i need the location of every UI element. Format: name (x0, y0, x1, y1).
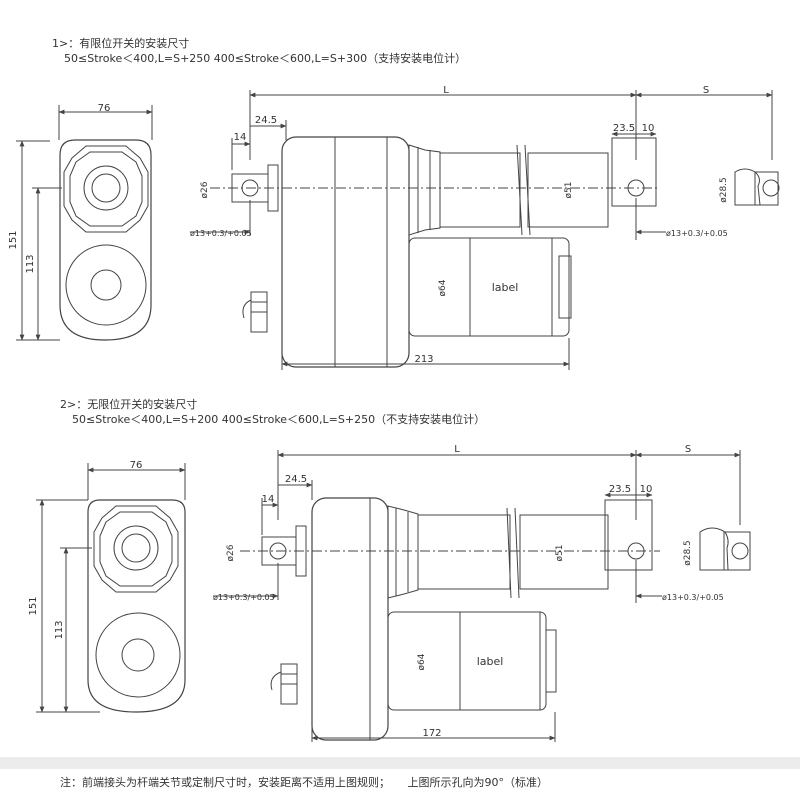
front-view-1: 76 151 113 (8, 103, 153, 341)
footer-note: 注：前端接头为杆端关节或定制尺寸时，安装距离不适用上图规则； 上图所示孔向为90… (60, 774, 562, 790)
dim-14-2: 14 (262, 494, 275, 505)
dim-front-height-2: 151 (28, 596, 39, 615)
dim-hole-2a: ø13+0.3/+0.05 (213, 593, 275, 602)
motor-label-2: label (477, 655, 504, 668)
dim-hole-1a: ø13+0.3/+0.05 (190, 229, 252, 238)
dim-10-1: 10 (642, 123, 655, 134)
section-2-formula: 50≤Stroke＜400,L=S+200 400≤Stroke＜600,L=S… (72, 413, 486, 426)
drawing-1: 76 151 113 L S 24.5 (8, 85, 780, 370)
dim-front-width-2: 76 (130, 460, 143, 471)
dim-phi285-1: ø28.5 (719, 177, 729, 203)
dim-14-1: 14 (234, 132, 247, 143)
dim-phi26-1: ø26 (200, 181, 210, 198)
technical-drawing: 76 151 113 L S 24.5 (8, 85, 780, 742)
dim-hole-2b: ø13+0.3/+0.05 (662, 593, 724, 602)
footer-note-2: 上图所示孔向为90°（标准） (407, 776, 549, 789)
drawing-2: 76 151 113 L S 24.5 (28, 444, 751, 742)
section-2-title: 2>：无限位开关的安装尺寸 (60, 398, 198, 411)
dim-length-1: 213 (414, 354, 433, 365)
dim-L-1: L (443, 85, 449, 96)
dim-front-center-1: 113 (25, 254, 36, 273)
dim-phi285-2: ø28.5 (683, 540, 693, 566)
dim-front-width-1: 76 (98, 103, 111, 114)
dim-L-2: L (454, 444, 460, 455)
dim-phi51-1: ø51 (564, 182, 574, 199)
section-1-note: 1>：有限位开关的安装尺寸 50≤Stroke＜400,L=S+250 400≤… (52, 36, 466, 66)
dim-23-1: 23.5 (613, 123, 635, 134)
side-view-1: L S 24.5 14 ø26 ø13+0.3/+0.05 (190, 85, 780, 370)
section-1-title: 1>：有限位开关的安装尺寸 (52, 37, 190, 50)
dim-24-1: 24.5 (255, 115, 277, 126)
dim-phi64-1: ø64 (438, 279, 448, 296)
dim-hole-1b: ø13+0.3/+0.05 (666, 229, 728, 238)
side-view-2: L S 24.5 14 ø26 ø13+0.3/+0.05 (213, 444, 751, 742)
dim-24-2: 24.5 (285, 474, 307, 485)
front-view-2: 76 151 113 (28, 460, 186, 713)
dim-front-height-1: 151 (8, 230, 19, 249)
section-2-note: 2>：无限位开关的安装尺寸 50≤Stroke＜400,L=S+200 400≤… (60, 397, 485, 427)
dim-phi26-2: ø26 (226, 544, 236, 561)
footer-divider (0, 757, 800, 769)
dim-phi64-2: ø64 (417, 653, 427, 670)
motor-label-1: label (492, 281, 519, 294)
dim-S-2: S (685, 444, 691, 455)
dim-23-2: 23.5 (609, 484, 631, 495)
dim-phi51-2: ø51 (555, 545, 565, 562)
dim-S-1: S (703, 85, 709, 96)
dim-10-2: 10 (640, 484, 653, 495)
dim-length-2: 172 (422, 728, 441, 739)
dim-front-center-2: 113 (54, 620, 65, 639)
section-1-formula: 50≤Stroke＜400,L=S+250 400≤Stroke＜600,L=S… (64, 52, 467, 65)
footer-note-1: 注：前端接头为杆端关节或定制尺寸时，安装距离不适用上图规则； (60, 776, 390, 789)
